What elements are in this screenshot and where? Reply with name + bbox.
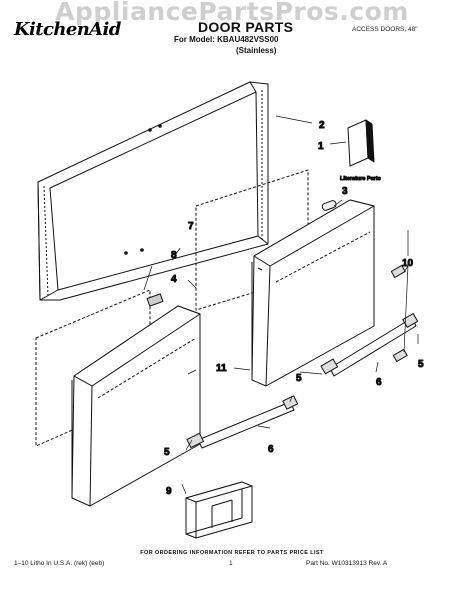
literature-booklet [347, 119, 375, 167]
left-door-panel [71, 305, 201, 507]
callout-6-right: 6 [376, 377, 382, 388]
callout-9: 9 [166, 486, 172, 497]
brand-logo: KitchenAid [14, 19, 121, 40]
bracket-tray [185, 481, 253, 539]
model-line: For Model: KBAU482VSS00 [174, 35, 279, 44]
part-number: Part No. W10313913 Rev. A [306, 560, 388, 567]
exploded-parts-diagram: 2 1 3 7 8 4 10 5 11 5 6 6 5 9 Literature… [35, 81, 425, 539]
litho-line: 1–10 Litho In U.S.A. (rek) (eeb) [14, 560, 105, 567]
callout-5-right: 5 [418, 359, 424, 370]
callout-11: 11 [216, 363, 227, 374]
section-label: ACCESS DOORS, 48" [352, 26, 418, 33]
door-frame [37, 81, 269, 301]
callout-1: 1 [318, 141, 324, 152]
leader-lines [143, 115, 419, 495]
small-parts [146, 200, 408, 362]
left-handle [186, 395, 299, 449]
finish-label: (Stainless) [236, 46, 277, 55]
page-number: 1 [229, 560, 233, 567]
callout-10: 10 [402, 258, 414, 269]
callout-7: 7 [188, 221, 194, 232]
callout-4: 4 [171, 274, 177, 285]
callouts: 2 1 3 7 8 4 10 5 11 5 6 6 5 9 Literature… [164, 120, 425, 498]
ordering-note: FOR ORDERING INFORMATION REFER TO PARTS … [140, 550, 324, 556]
literature-label: Literature Parts [340, 176, 381, 182]
insulation-panels [35, 169, 309, 447]
right-door-panel [251, 199, 375, 387]
callout-3: 3 [342, 186, 348, 197]
callout-8: 8 [171, 250, 177, 261]
callout-5-mid: 5 [296, 373, 302, 384]
callout-6-left: 6 [268, 444, 274, 455]
watermark-text: AppliancePartsPros.com [55, 0, 409, 26]
callout-2: 2 [319, 120, 325, 131]
page-title: DOOR PARTS [198, 19, 294, 35]
callout-5-left: 5 [164, 447, 170, 458]
right-handle [320, 313, 419, 377]
